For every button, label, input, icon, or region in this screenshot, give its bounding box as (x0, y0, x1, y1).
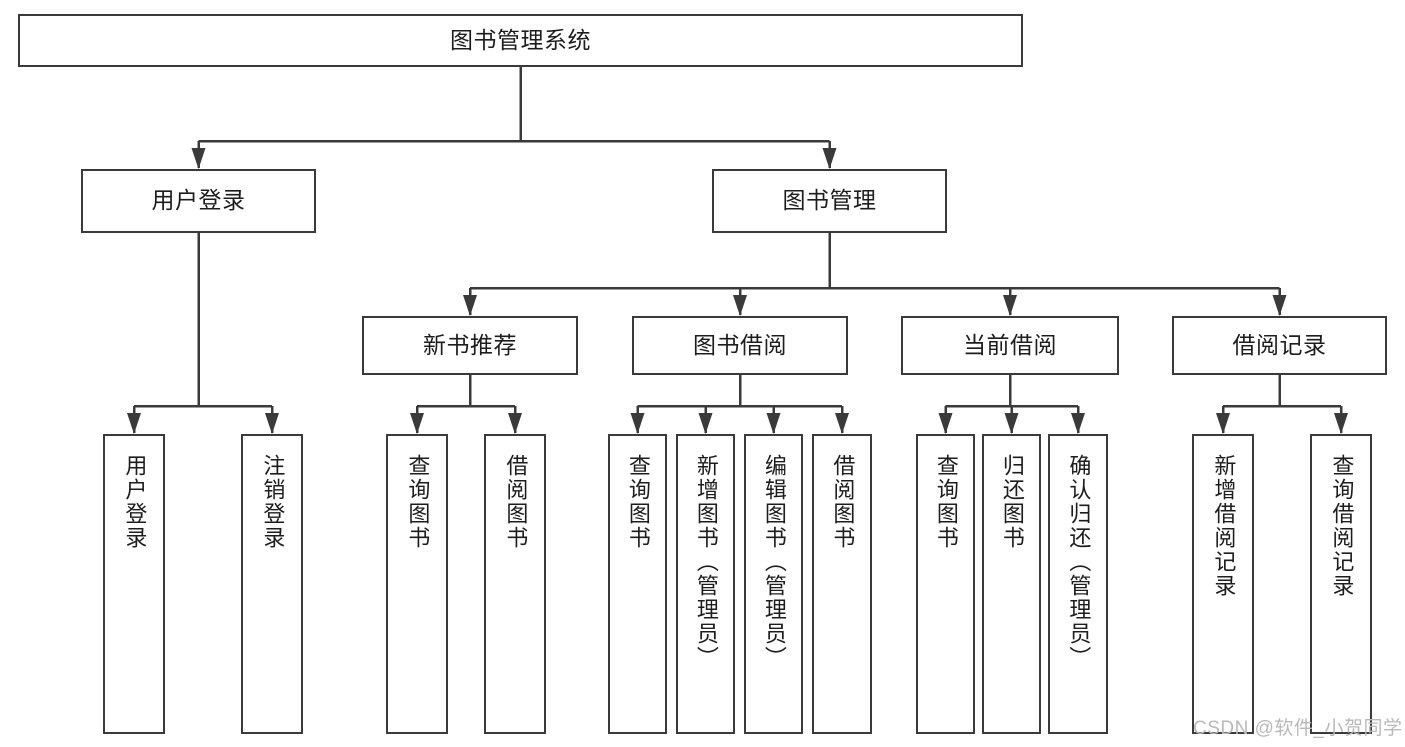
leaf-current-confirm-return-admin[interactable]: 确认归还（管理员） (1048, 434, 1108, 734)
node-new-book-recommendation[interactable]: 新书推荐 (362, 316, 578, 375)
node-label: 编辑图书（管理员） (761, 454, 787, 670)
node-label: 注销登录 (260, 454, 286, 550)
node-label: 查询图书 (405, 454, 431, 550)
node-label: 新增图书（管理员） (693, 454, 719, 670)
node-label: 用户登录 (122, 454, 148, 550)
leaf-borrow-borrow-books[interactable]: 借阅图书 (812, 434, 872, 734)
node-label: 借阅图书 (503, 454, 529, 550)
node-label: 查询借阅记录 (1329, 454, 1355, 598)
node-label: 新增借阅记录 (1211, 454, 1237, 598)
node-root-system[interactable]: 图书管理系统 (18, 14, 1023, 67)
leaf-user-logout[interactable]: 注销登录 (241, 434, 303, 734)
leaf-records-add-record[interactable]: 新增借阅记录 (1192, 434, 1254, 734)
leaf-new-query-books[interactable]: 查询图书 (386, 434, 448, 734)
node-borrowing-records[interactable]: 借阅记录 (1172, 316, 1387, 375)
node-label: 图书管理系统 (450, 26, 591, 53)
leaf-current-return-books[interactable]: 归还图书 (982, 434, 1041, 734)
node-label: 归还图书 (999, 454, 1025, 550)
node-label: 查询图书 (625, 454, 651, 550)
node-label: 借阅图书 (830, 454, 856, 550)
node-label: 当前借阅 (963, 331, 1057, 358)
csdn-watermark: CSDN @软件_小贺同学 (1193, 718, 1403, 739)
leaf-borrow-edit-book-admin[interactable]: 编辑图书（管理员） (744, 434, 803, 734)
leaf-new-borrow-books[interactable]: 借阅图书 (484, 434, 546, 734)
node-label: 确认归还（管理员） (1066, 454, 1092, 670)
leaf-current-query-books[interactable]: 查询图书 (916, 434, 975, 734)
node-label: 图书借阅 (693, 331, 787, 358)
node-label: 查询图书 (933, 454, 959, 550)
node-label: 借阅记录 (1232, 331, 1327, 358)
leaf-borrow-add-book-admin[interactable]: 新增图书（管理员） (676, 434, 735, 734)
node-user-login[interactable]: 用户登录 (81, 169, 316, 233)
node-book-management[interactable]: 图书管理 (712, 169, 947, 233)
leaf-borrow-query-books[interactable]: 查询图书 (608, 434, 667, 734)
node-label: 新书推荐 (423, 331, 517, 358)
leaf-records-query-record[interactable]: 查询借阅记录 (1310, 434, 1372, 734)
node-label: 图书管理 (782, 187, 877, 214)
leaf-user-login[interactable]: 用户登录 (103, 434, 165, 734)
node-label: 用户登录 (151, 187, 246, 214)
node-book-borrowing[interactable]: 图书借阅 (632, 316, 848, 375)
node-current-borrowing[interactable]: 当前借阅 (901, 316, 1119, 375)
